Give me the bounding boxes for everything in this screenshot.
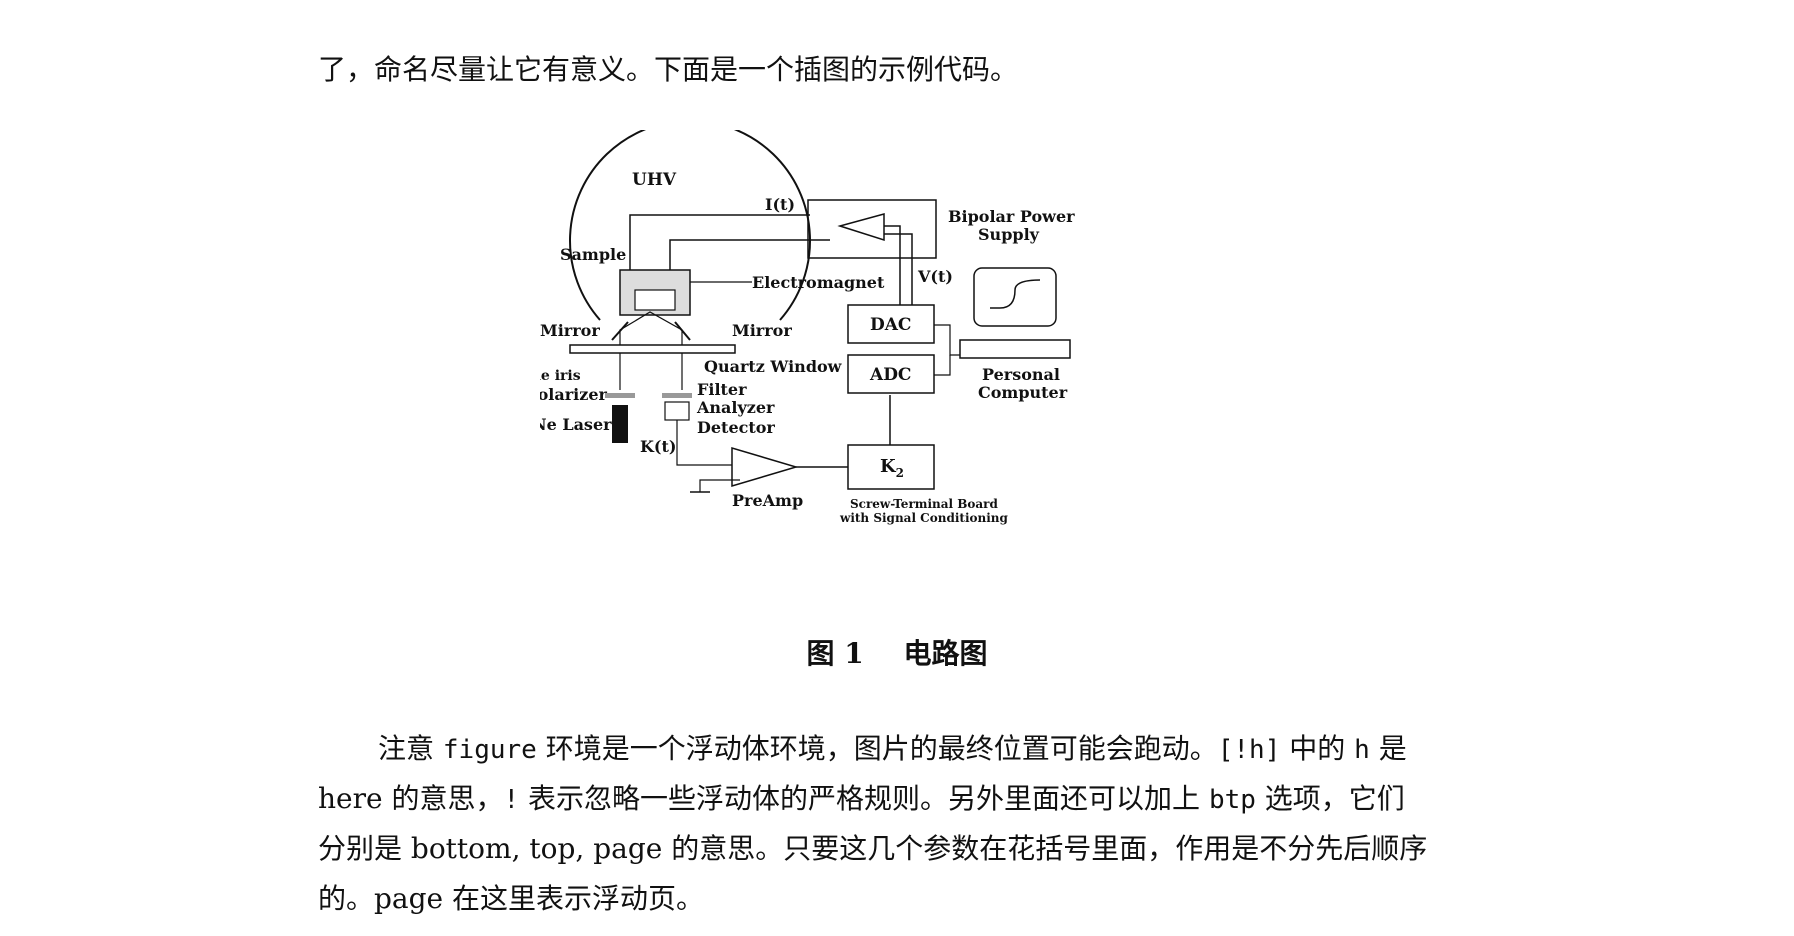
label-adc: ADC [869, 365, 911, 385]
label-pc-2: Computer [978, 383, 1068, 402]
label-mirror-left: Mirror [540, 321, 600, 340]
label-dac: DAC [870, 315, 911, 335]
para-text: 选项，它们 [1255, 782, 1405, 815]
label-pc-1: Personal [982, 365, 1060, 384]
laser [612, 405, 628, 443]
wire-return [669, 239, 830, 280]
wire-kt [676, 420, 732, 466]
code-figure: figure [442, 735, 537, 765]
ground-wire [699, 479, 740, 492]
sample-holder [634, 289, 676, 311]
para-text: 表示忽略一些浮动体的严格规则。另外里面还可以加上 [519, 782, 1209, 815]
label-detector: Detector [697, 418, 775, 437]
para-row-1: 注意 figure 环境是一个浮动体环境，图片的最终位置可能会跑动。[!h] 中… [378, 724, 1407, 775]
code-bang: ! [503, 785, 520, 815]
label-bipolar-1: Bipolar Power [948, 207, 1075, 226]
wire-dac-pc [934, 324, 960, 356]
circuit-diagram: UHV I(t) Bipolar Power Supply V(t) Sampl… [540, 130, 1075, 525]
wire-adc-pc [934, 355, 951, 376]
label-electromagnet: Electromagnet [752, 273, 885, 292]
wire-vt [884, 233, 913, 310]
para-text: 注意 [378, 732, 443, 765]
wire-it [629, 214, 810, 280]
bipolar-supply-box [807, 199, 937, 259]
label-laser: He-Ne Laser [540, 415, 612, 434]
label-quartz: Quartz Window [704, 357, 843, 376]
label-board-1: Screw-Terminal Board [850, 497, 999, 511]
quartz-window [569, 344, 736, 354]
label-it: I(t) [765, 195, 795, 214]
label-sample: Sample [560, 245, 626, 264]
analyzer [664, 401, 690, 421]
k2-box [847, 444, 935, 490]
intro-text: 了，命名尽量让它有意义。下面是一个插图的示例代码。 [318, 53, 1019, 86]
code-h: h [1354, 735, 1370, 765]
label-kt: K(t) [640, 437, 676, 456]
amplifier-symbol [837, 213, 885, 242]
label-k2: K2 [880, 456, 904, 480]
computer-base [959, 339, 1071, 359]
uhv-chamber-outline [569, 130, 811, 321]
wire-supply-dac [884, 225, 901, 310]
para-row-4: 的。page 在这里表示浮动页。 [318, 882, 705, 915]
para-text: 是 [1369, 732, 1407, 765]
label-board-2: with Signal Conditioning [839, 511, 1009, 525]
para-row-2: here 的意思，! 表示忽略一些浮动体的严格规则。另外里面还可以加上 btp … [318, 774, 1405, 825]
dac-box [847, 304, 935, 344]
label-uhv: UHV [632, 170, 677, 190]
para-text: 环境是一个浮动体环境，图片的最终位置可能会跑动。 [536, 732, 1218, 765]
code-btp: btp [1208, 785, 1256, 815]
label-polarizer: Polarizer [540, 385, 607, 404]
para-text: here 的意思， [318, 782, 504, 815]
adc-box [847, 354, 935, 394]
label-pinhole: pin-hole iris [540, 368, 581, 384]
label-analyzer: Analyzer [696, 398, 775, 417]
label-filter: Filter [697, 380, 747, 399]
label-preamp: PreAmp [732, 491, 803, 510]
label-bipolar-2: Supply [978, 225, 1040, 244]
filter [662, 393, 692, 398]
para-text: 中的 [1280, 732, 1355, 765]
preamp-symbol [731, 446, 799, 488]
polarizer [605, 393, 635, 398]
hysteresis-curve-icon [990, 279, 1041, 309]
caption-number: 图 1 [806, 637, 864, 670]
label-vt: V(t) [917, 267, 953, 286]
label-mirror-right: Mirror [732, 321, 792, 340]
figure-caption: 图 1 电路图 [0, 632, 1794, 672]
caption-title: 电路图 [903, 637, 988, 670]
para-row-3: 分别是 bottom, top, page 的意思。只要这几个参数在花括号里面，… [318, 832, 1428, 865]
code-h-option: [!h] [1217, 735, 1281, 765]
